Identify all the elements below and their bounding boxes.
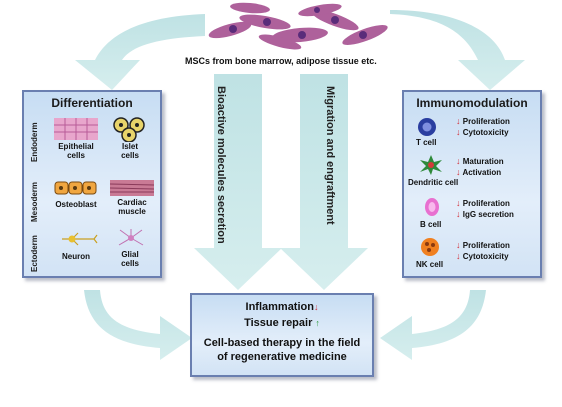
germ-mesoderm: Mesoderm	[30, 181, 39, 222]
cardiac-label: Cardiac muscle	[117, 198, 147, 216]
down-arrow-icon: ↓	[456, 156, 461, 166]
down-arrow-icon: ↓	[313, 302, 319, 312]
b-cell-label: B cell	[420, 220, 442, 229]
immunomodulation-title: Immunomodulation	[416, 96, 528, 110]
differentiation-panel: Differentiation Endoderm Mesoderm Ectode…	[22, 90, 162, 278]
islet-label: Islet cells	[121, 142, 139, 160]
down-arrow-icon: ↓	[456, 240, 461, 250]
therapy-line-1: Cell-based therapy in the field	[203, 337, 361, 349]
inflammation-label: Inflammation	[245, 301, 314, 313]
therapy-line-2: of regenerative medicine	[217, 351, 347, 363]
b-cell-effects: ↓ Proliferation ↓ IgG secretion	[456, 198, 514, 220]
msc-cells-image	[208, 2, 388, 50]
up-arrow-icon: ↑	[315, 318, 320, 328]
b-cell-icon	[425, 198, 439, 216]
nk-cell-effects: ↓ Proliferation ↓ Cytotoxicity	[456, 240, 510, 262]
neuron-label: Neuron	[62, 252, 90, 261]
glial-label: Glial cells	[121, 250, 139, 268]
arrow-diff-to-outcome	[84, 290, 192, 360]
t-cell-icon	[418, 118, 436, 136]
inflammation-line: Inflammation↓	[192, 301, 372, 313]
t-cell-effect-1: Proliferation	[462, 117, 510, 126]
arrow-immuno-to-outcome	[380, 290, 486, 360]
arrow-to-differentiation	[75, 14, 205, 90]
t-cell-effects: ↓ Proliferation ↓ Cytotoxicity	[456, 116, 510, 138]
osteoblast-image	[54, 181, 97, 195]
epithelial-cells-image	[54, 118, 98, 140]
nk-cell-effect-2: Cytotoxicity	[462, 252, 509, 261]
dendritic-cell-label: Dendritic cell	[408, 178, 459, 187]
b-cell-effect-1: Proliferation	[462, 199, 510, 208]
cardiac-muscle-image	[110, 180, 154, 196]
epithelial-label: Epithelial cells	[58, 142, 94, 160]
dendritic-effect-1: Maturation	[462, 157, 504, 166]
down-arrow-icon: ↓	[456, 116, 461, 126]
dendritic-effect-2: Activation	[462, 168, 502, 177]
outcome-panel: Inflammation↓ Tissue repair ↑ Cell-based…	[190, 293, 374, 377]
t-cell-effect-2: Cytotoxicity	[462, 128, 509, 137]
nk-cell-effect-1: Proliferation	[462, 241, 510, 250]
immunomodulation-panel: Immunomodulation T cell ↓ Proliferation …	[402, 90, 542, 278]
nk-cell-label: NK cell	[416, 260, 444, 269]
tissue-repair-line: Tissue repair ↑	[192, 317, 372, 329]
down-arrow-icon: ↓	[456, 209, 461, 219]
dendritic-cell-effects: ↓ Maturation ↓ Activation	[456, 156, 504, 178]
arrow-bioactive	[194, 74, 282, 290]
osteoblast-label: Osteoblast	[55, 200, 97, 209]
migration-arrow-label: Migration and engraftment	[324, 86, 336, 225]
nk-cell-icon	[421, 238, 439, 256]
germ-ectoderm: Ectoderm	[30, 235, 39, 272]
bioactive-arrow-label: Bioactive molecules secretion	[215, 86, 227, 244]
glial-cells-image	[118, 229, 144, 246]
down-arrow-icon: ↓	[456, 251, 461, 261]
t-cell-label: T cell	[416, 138, 437, 147]
neuron-image	[62, 232, 98, 246]
b-cell-effect-2: IgG secretion	[462, 210, 514, 219]
arrow-to-immunomodulation	[390, 10, 525, 90]
arrow-migration	[280, 74, 368, 290]
dendritic-cell-icon	[420, 155, 442, 175]
msc-source-label: MSCs from bone marrow, adipose tissue et…	[185, 56, 377, 66]
islet-cells-image	[113, 117, 145, 142]
down-arrow-icon: ↓	[456, 167, 461, 177]
down-arrow-icon: ↓	[456, 127, 461, 137]
differentiation-title: Differentiation	[51, 96, 133, 110]
tissue-repair-label: Tissue repair	[244, 317, 313, 329]
germ-endoderm: Endoderm	[30, 122, 39, 162]
down-arrow-icon: ↓	[456, 198, 461, 208]
